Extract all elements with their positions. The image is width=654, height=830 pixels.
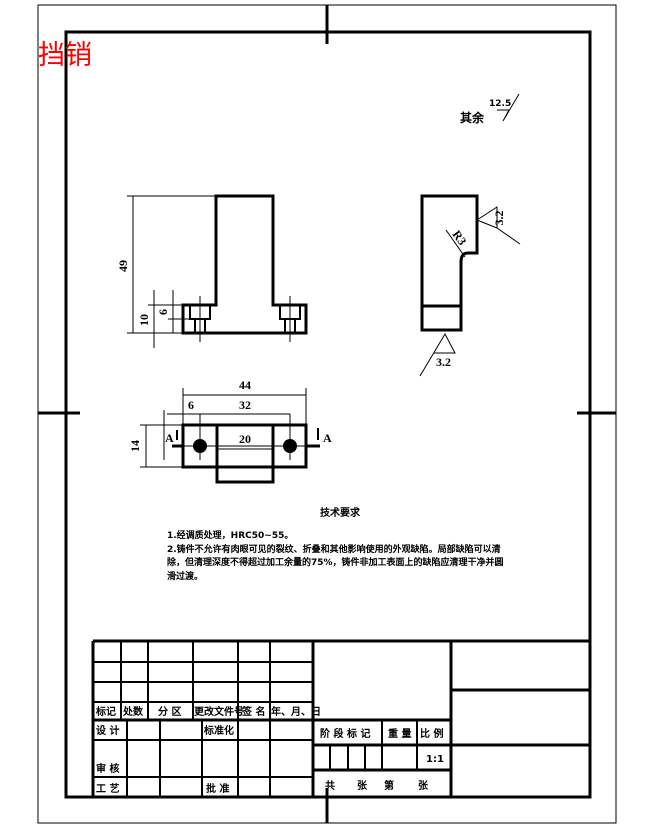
technical-requirements: 技术要求 1.经调质处理，HRC50~55。 2.铸件不允许有肉眼可见的裂纹、折… — [167, 506, 504, 582]
dim-holes: 32 — [239, 398, 251, 412]
tb-zone: 分 区 — [158, 705, 181, 718]
dim-radius: R3 — [450, 228, 470, 248]
tb-total: 共 — [325, 779, 335, 792]
requirement-line: 1.经调质处理，HRC50~55。 — [167, 529, 293, 541]
side-view: R3 3.2 3.2 — [419, 194, 521, 377]
title-block: 标记 处数 分 区 更改文件号 签 名 年、月、日 设 计 标准化 审 核 工 … — [91, 639, 590, 797]
roughness-other: 其余 12.5 — [460, 93, 520, 125]
section-body — [181, 194, 308, 335]
dim-edge: 6 — [188, 398, 194, 412]
roughness-bottom-icon — [419, 332, 456, 377]
section-mark-right: A — [323, 431, 332, 445]
tb-mark: 标记 — [95, 705, 116, 718]
roughness-side-value: 3.2 — [492, 211, 506, 226]
requirement-line: 2.铸件不允许有肉眼可见的裂纹、折叠和其他影响使用的外观缺陷。局部缺陷可以清 — [167, 543, 501, 555]
tb-stage-mark: 阶 段 标 记 — [320, 727, 370, 740]
tb-review: 审 核 — [96, 762, 119, 775]
requirement-line: 滑过渡。 — [167, 570, 203, 582]
tb-date: 年、月、日 — [271, 705, 321, 718]
tb-design: 设 计 — [96, 724, 119, 737]
outer-border — [37, 4, 617, 824]
top-view: 44 6 32 20 14 A A — [128, 378, 332, 484]
dim-base: 10 — [137, 314, 151, 326]
section-mark-left: A — [165, 431, 174, 445]
tb-sheet: 张 — [418, 779, 429, 792]
tb-approve: 批 准 — [206, 782, 229, 795]
roughness-other-value: 12.5 — [489, 99, 511, 109]
tb-change-doc: 更改文件号 — [194, 705, 244, 718]
roughness-other-label: 其余 — [460, 110, 485, 125]
tb-sheets: 张 — [357, 779, 368, 792]
roughness-bottom-value: 3.2 — [436, 355, 451, 369]
dim-counterbore: 6 — [156, 309, 170, 315]
dim-overall: 44 — [239, 378, 251, 392]
roughness-side-icon — [476, 206, 521, 245]
tb-sheet-no: 第 — [384, 779, 394, 792]
drawing-title: 挡销 — [38, 40, 92, 71]
dim-width: 14 — [128, 440, 142, 452]
tb-process: 工 艺 — [96, 782, 119, 795]
dim-slot: 20 — [239, 432, 251, 446]
dim-height: 49 — [116, 260, 130, 272]
tb-standardize: 标准化 — [203, 724, 234, 737]
centering-marks — [38, 5, 616, 823]
tb-signature: 签 名 — [241, 705, 265, 718]
tb-count: 处数 — [122, 705, 144, 718]
front-view: 49 10 6 — [116, 194, 308, 348]
tb-weight: 重 量 — [388, 727, 411, 740]
requirements-heading: 技术要求 — [320, 506, 361, 519]
requirement-line: 除，但清理深度不得超过加工余量的75%，铸件非加工表面上的缺陷应清理干净并圆 — [167, 556, 504, 568]
tb-scale-value: 1:1 — [426, 754, 444, 765]
tb-scale-label: 比 例 — [420, 727, 443, 740]
roughness-symbol-icon — [497, 93, 520, 122]
